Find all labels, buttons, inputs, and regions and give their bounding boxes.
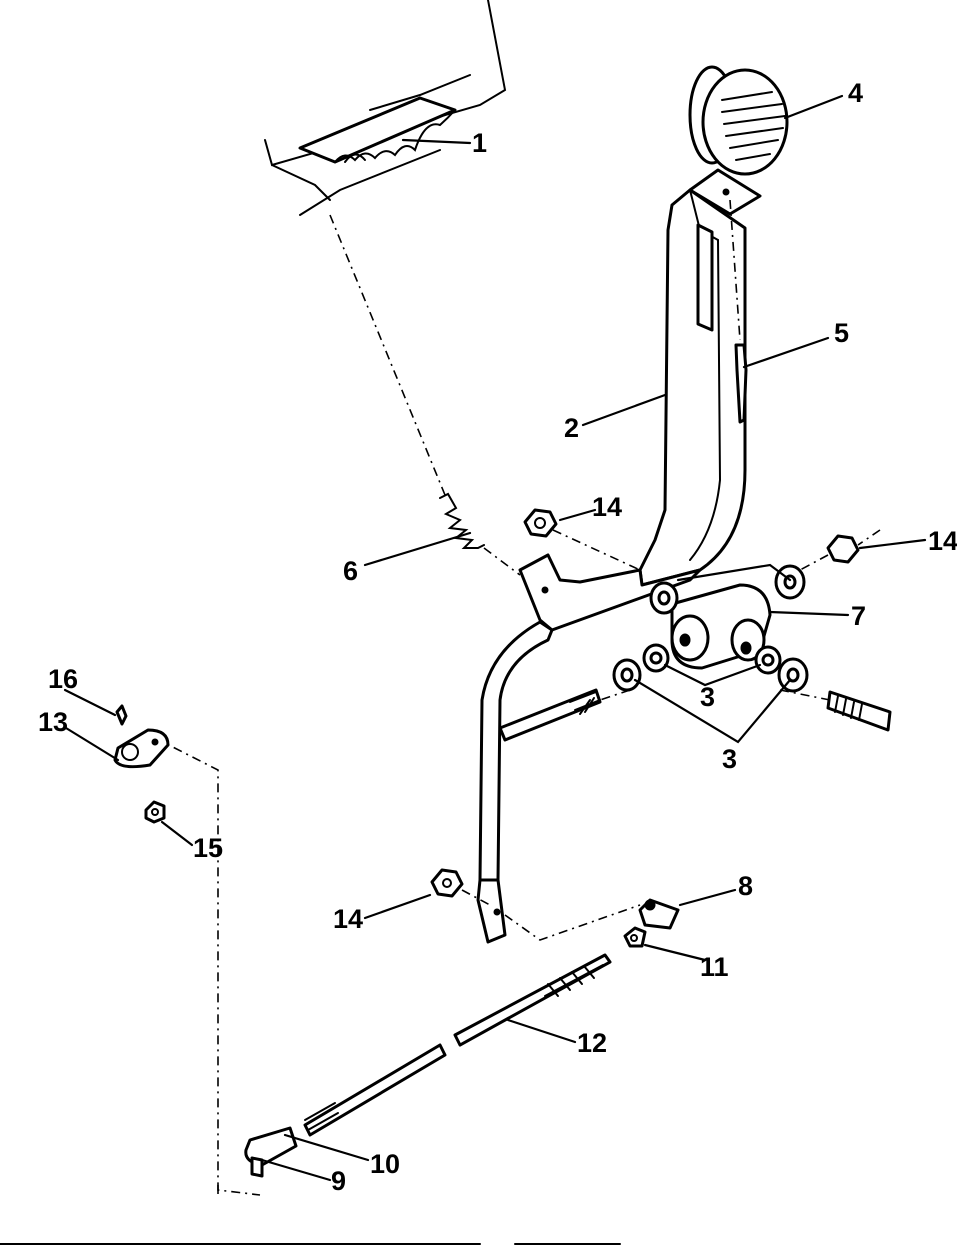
callout-labels: 1 2 3 3 4 5 6 7 8 9 10 11 12 13 14 14 14… [38, 78, 957, 1196]
upper-rod-end [623, 898, 680, 948]
pedal-pin [729, 199, 748, 424]
callout-14-upper: 14 [592, 492, 622, 522]
lower-rod-end [244, 1126, 298, 1178]
callout-7: 7 [851, 601, 866, 631]
hex-nut-right [799, 529, 881, 571]
callout-15: 15 [193, 833, 223, 863]
callout-5: 5 [834, 318, 849, 348]
pivot-block [599, 564, 892, 732]
pedal-arm [518, 168, 762, 632]
callout-9: 9 [331, 1166, 346, 1196]
pivot-lever [113, 704, 170, 824]
callout-12: 12 [577, 1028, 607, 1058]
callout-8: 8 [738, 871, 753, 901]
callout-10: 10 [370, 1149, 400, 1179]
linkage-rod [303, 953, 612, 1137]
callout-2: 2 [564, 413, 579, 443]
callout-1: 1 [472, 128, 487, 158]
frame-bracket [264, 0, 507, 216]
hex-nut-upper [523, 508, 641, 571]
callout-14-right: 14 [928, 526, 957, 556]
hex-nut-lower [430, 868, 491, 906]
callout-14-lower: 14 [333, 904, 363, 934]
callout-16: 16 [48, 664, 78, 694]
pedal-pad [688, 65, 789, 176]
callout-3-lower: 3 [722, 744, 737, 774]
callout-6: 6 [343, 556, 358, 586]
callout-4: 4 [848, 78, 863, 108]
pedal-rod [476, 620, 602, 944]
return-spring [329, 214, 521, 576]
callout-3-upper: 3 [700, 682, 715, 712]
callout-11: 11 [700, 952, 729, 982]
leader-lines [63, 94, 927, 1182]
callout-13: 13 [38, 707, 68, 737]
